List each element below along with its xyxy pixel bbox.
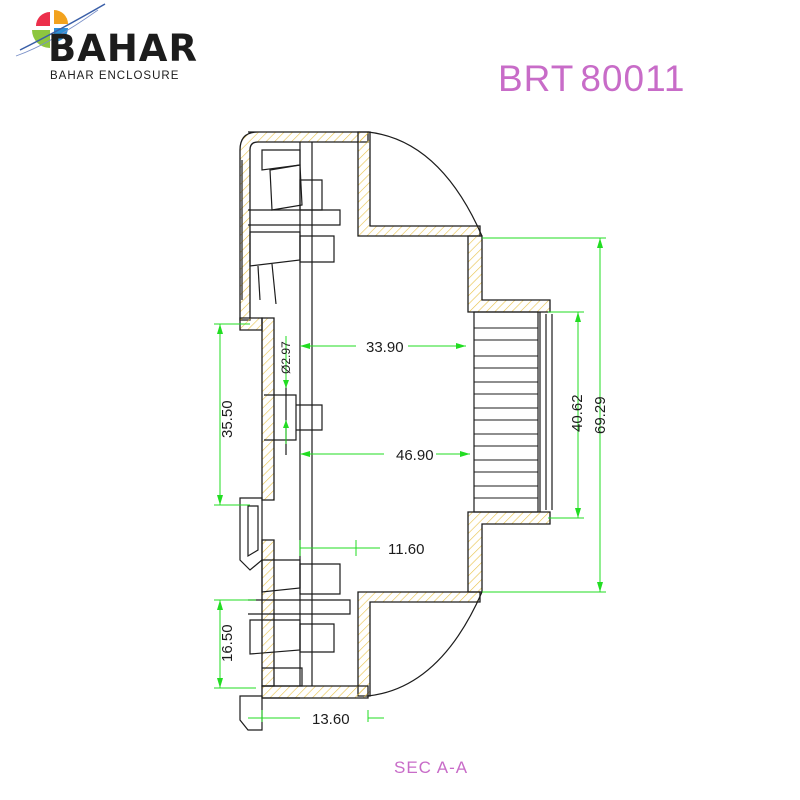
dim-46-90: 46.90 [396,447,434,464]
fin-lines [474,327,538,499]
model-number: 80011 [580,58,686,99]
logo-mark-icon [15,3,106,57]
dimension-lines [214,237,606,722]
dim-35-50: 35.50 [219,400,236,438]
dim-16-50: 16.50 [219,624,236,662]
brand-name: BAHAR [48,27,198,70]
wall-section [239,131,551,699]
dim-11-60: 11.60 [388,541,424,558]
brand-tagline: BAHAR ENCLOSURE [50,70,180,82]
dimension-arrows [217,238,603,688]
section-label: SEC A-A [394,758,469,777]
enclosure-outline [239,131,553,731]
dim-13-60: 13.60 [312,711,350,728]
dim-phi-2-97: Ø2.97 [279,341,293,374]
dim-69-29: 69.29 [592,396,609,434]
model-prefix: BRT [498,58,575,99]
dim-33-90: 33.90 [366,339,404,356]
dim-40-62: 40.62 [569,394,586,432]
brand-logo [15,3,106,57]
